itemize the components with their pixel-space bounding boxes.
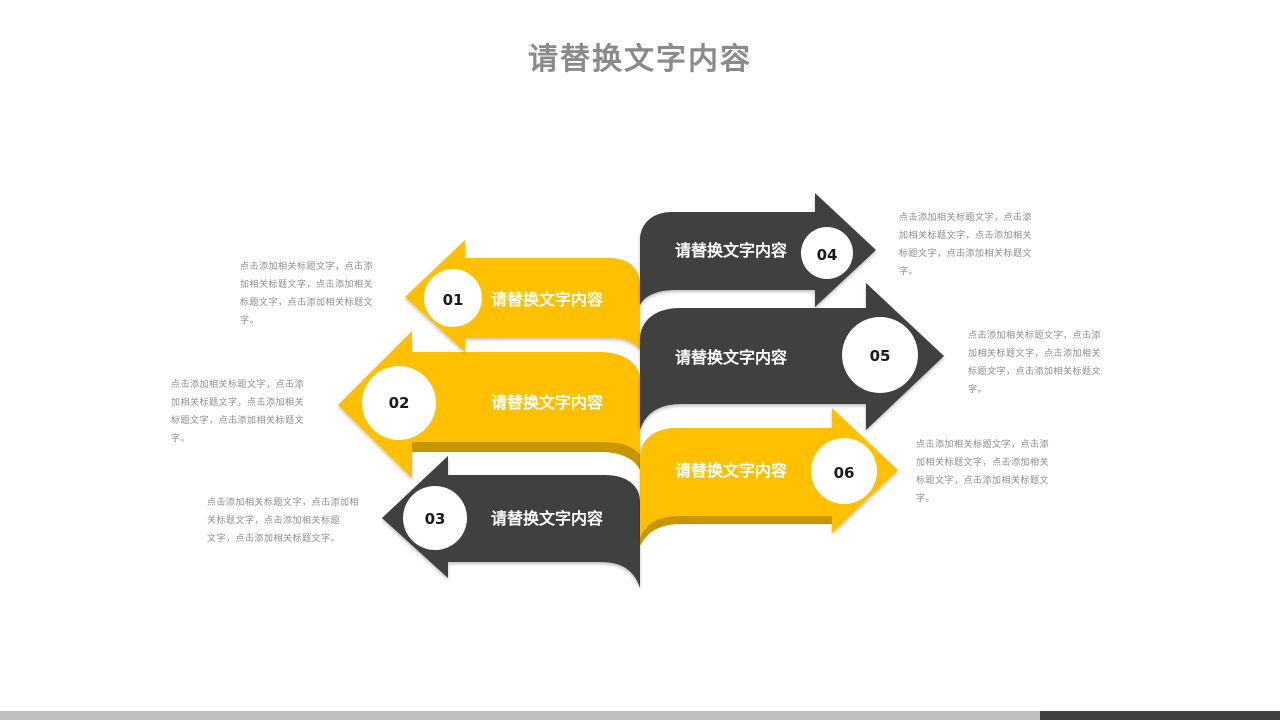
desc-03: 点击添加相关标题文字，点击添加相 关标题文字，点击添加相关标题 文字，点击添加相… xyxy=(207,498,360,544)
arrow-01-number: 01 xyxy=(443,291,464,309)
arrow-03-number: 03 xyxy=(425,510,446,528)
arrow-06-number: 06 xyxy=(834,464,855,482)
desc-01: 点击添加相关标题文字，点击添 加相关标题文字，点击添加相关 标题文字，点击添加相… xyxy=(240,262,374,326)
page-title: 请替换文字内容 xyxy=(528,42,752,77)
desc-05: 点击添加相关标题文字，点击添 加相关标题文字，点击添加相关 标题文字，点击添加相… xyxy=(968,331,1102,395)
arrow-04: 04 请替换文字内容 xyxy=(640,193,876,307)
arrow-04-number: 04 xyxy=(817,246,838,264)
arrow-03-number-circle xyxy=(403,486,467,550)
arrow-02-shape xyxy=(338,331,640,478)
arrow-05-number: 05 xyxy=(870,347,891,365)
arrow-06-number-circle xyxy=(811,438,877,504)
arrow-03: 03 请替换文字内容 xyxy=(382,456,640,588)
arrow-01-number-circle xyxy=(424,269,482,327)
desc-02: 点击添加相关标题文字，点击添 加相关标题文字，点击添加相关 标题文字，点击添加相… xyxy=(171,380,305,444)
arrow-01-label: 请替换文字内容 xyxy=(491,290,603,309)
arrow-05-label: 请替换文字内容 xyxy=(675,348,787,367)
arrow-02-number-circle xyxy=(362,366,436,440)
arrow-05: 05 请替换文字内容 xyxy=(640,283,944,430)
arrow-05-number-circle xyxy=(842,317,918,393)
footer-bar-dark xyxy=(1040,711,1280,720)
arrow-02-label: 请替换文字内容 xyxy=(491,393,603,412)
desc-04: 点击添加相关标题文字，点击添 加相关标题文字，点击添加相关 标题文字，点击添加相… xyxy=(899,213,1033,277)
arrow-02: 02 请替换文字内容 xyxy=(338,331,640,478)
arrow-04-number-circle xyxy=(801,227,853,279)
arrow-01: 01 请替换文字内容 xyxy=(405,240,640,352)
footer-bar-light xyxy=(0,711,1040,720)
desc-06: 点击添加相关标题文字，点击添 加相关标题文字，点击添加相关 标题文字，点击添加相… xyxy=(916,440,1050,504)
arrow-03-label: 请替换文字内容 xyxy=(491,509,603,528)
arrow-06: 06 请替换文字内容 xyxy=(640,408,898,546)
arrow-04-label: 请替换文字内容 xyxy=(675,241,787,260)
arrow-04-shape xyxy=(640,193,876,307)
arrow-02-number: 02 xyxy=(389,394,410,412)
arrow-06-label: 请替换文字内容 xyxy=(675,461,787,480)
